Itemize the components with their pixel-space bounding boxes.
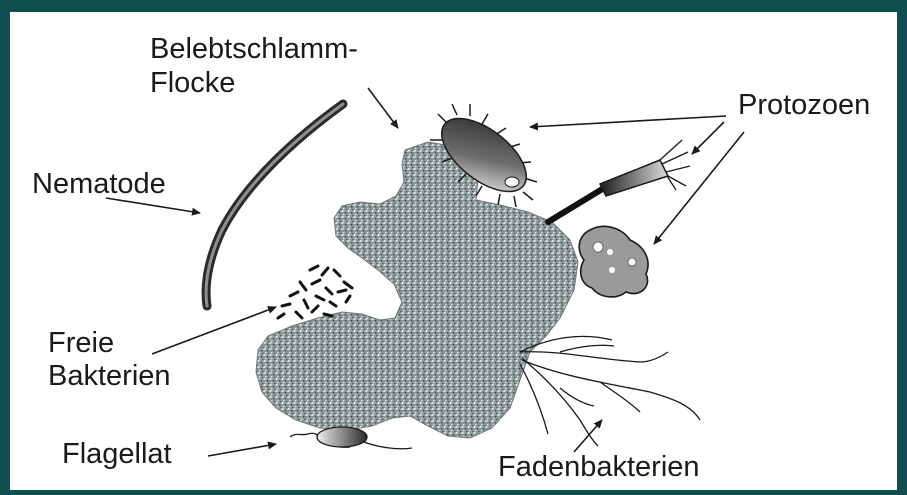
nematode-label: Nematode [32, 168, 166, 200]
free-bacteria-arrow [152, 307, 276, 354]
flagellate-icon [290, 427, 412, 449]
stalked-protozoon-icon [548, 140, 690, 222]
filamentous-bacteria-icon [520, 336, 700, 446]
protozoa-arrow-amoeba [654, 132, 744, 244]
flagellate-arrow [208, 444, 276, 456]
protozoa-arrow-stalked [692, 122, 724, 154]
free-bacteria-label-line1: Freie [48, 327, 114, 359]
protozoa-label: Protozoen [738, 89, 870, 121]
free-bacteria-label-line2: Bakterien [48, 360, 171, 392]
floc-label-line2: Flocke [150, 67, 235, 99]
protozoa-arrow-ciliate [530, 116, 726, 127]
filamentous-bacteria-label: Fadenbakterien [498, 451, 700, 483]
filamentous-bacteria-arrow [574, 420, 602, 452]
flagellate-label: Flagellat [62, 438, 172, 470]
nematode-arrow [106, 198, 200, 213]
floc-label-line1: Belebtschlamm- [150, 33, 358, 65]
amoeba-icon [579, 226, 648, 297]
free-bacteria-cluster [278, 266, 352, 318]
floc-arrow [368, 88, 398, 128]
